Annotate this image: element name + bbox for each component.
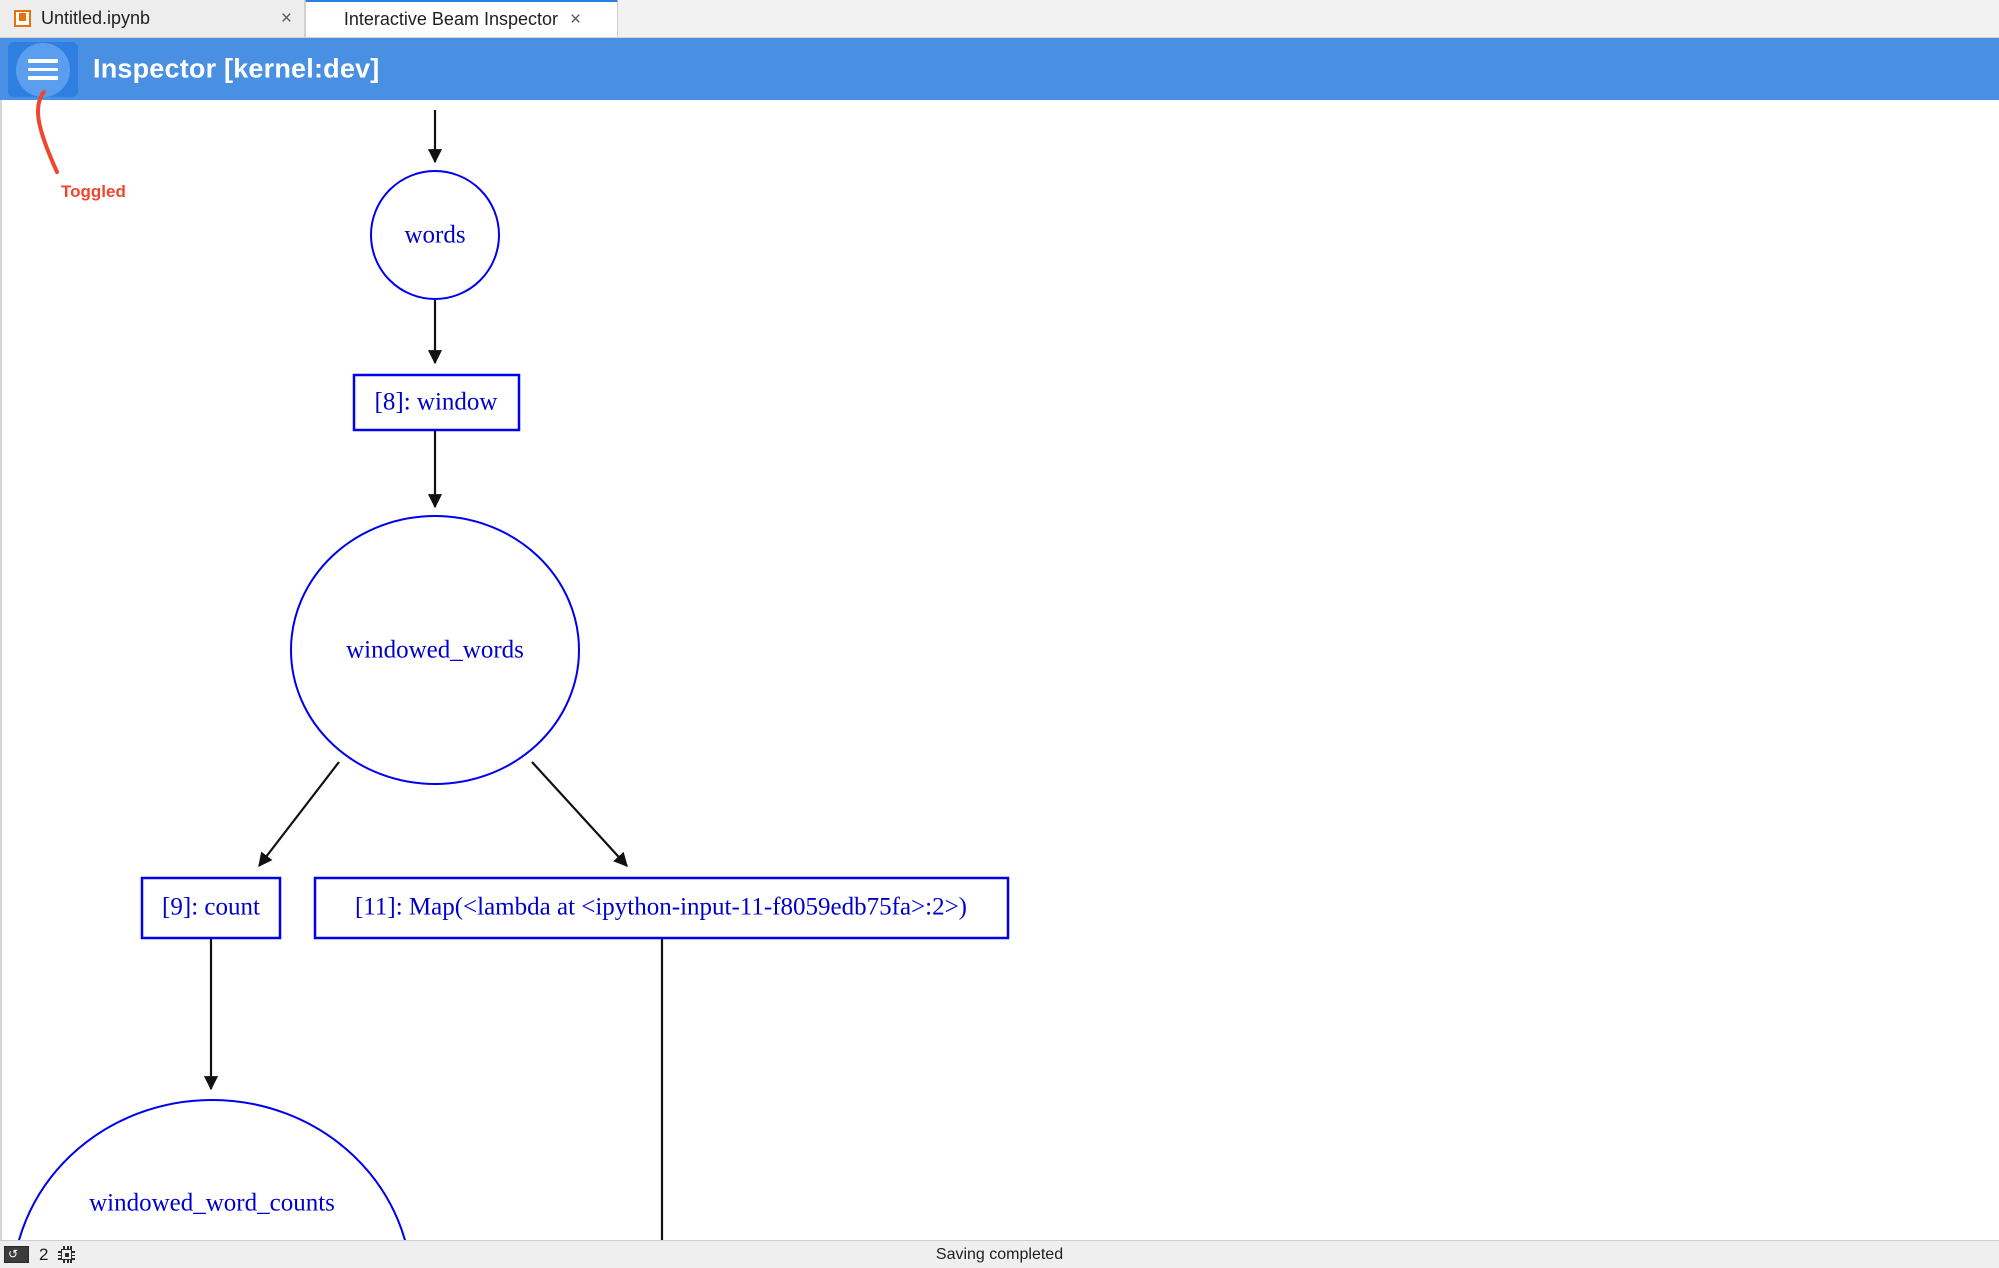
- node-shape: [313, 876, 1010, 940]
- tab-bar-filler: [618, 0, 1999, 37]
- node-label: [9]: count: [162, 894, 260, 921]
- tab-untitled-notebook[interactable]: Untitled.ipynb ×: [0, 0, 305, 37]
- status-bar-left: 2: [0, 1244, 76, 1265]
- annotation-label: Toggled: [61, 182, 126, 201]
- node-label: [11]: Map(<lambda at <ipython-input-11-f…: [355, 894, 967, 921]
- node-shape: [18, 1099, 406, 1240]
- notebook-icon: [14, 9, 31, 27]
- node-windowed-word-counts[interactable]: windowed_word_counts: [12, 1099, 412, 1240]
- node-shape: [370, 170, 500, 300]
- tab-label: Untitled.ipynb: [41, 7, 151, 28]
- tab-bar: Untitled.ipynb × Interactive Beam Inspec…: [0, 0, 1999, 38]
- graph-edges: [203, 110, 664, 1240]
- cpu-chip-icon[interactable]: [58, 1246, 76, 1263]
- node-label: words: [404, 222, 465, 249]
- pipeline-graph: words [8]: window windowed_words [9]: co…: [12, 110, 1010, 1240]
- tab-close-icon[interactable]: ×: [280, 7, 292, 29]
- node-label: [8]: window: [375, 389, 498, 416]
- inspector-header: Inspector [kernel:dev]: [0, 38, 1999, 100]
- terminal-icon[interactable]: [4, 1245, 29, 1263]
- page-title: Inspector [kernel:dev]: [93, 53, 380, 84]
- tab-interactive-beam-inspector[interactable]: Interactive Beam Inspector ×: [305, 0, 618, 37]
- status-bar: 2 Saving completed: [0, 1240, 1999, 1268]
- node-words[interactable]: words: [370, 170, 500, 300]
- node-count[interactable]: [9]: count: [140, 876, 282, 940]
- status-message: Saving completed: [935, 1245, 1064, 1263]
- tab-close-icon[interactable]: ×: [570, 9, 582, 30]
- hamburger-menu-button[interactable]: [8, 42, 78, 97]
- node-label: windowed_words: [346, 637, 524, 664]
- node-shape: [352, 373, 521, 432]
- kernel-count: 2: [39, 1244, 49, 1264]
- node-shape: [290, 515, 580, 785]
- tab-label: Interactive Beam Inspector: [343, 9, 558, 29]
- edge-windowed-words-to-count: [258, 761, 340, 868]
- node-map[interactable]: [11]: Map(<lambda at <ipython-input-11-f…: [313, 876, 1010, 940]
- node-windowed-words[interactable]: windowed_words: [290, 515, 580, 785]
- edge-windowed-words-to-map: [531, 761, 628, 867]
- node-window[interactable]: [8]: window: [352, 373, 521, 432]
- graph-canvas[interactable]: words [8]: window windowed_words [9]: co…: [0, 100, 1999, 1240]
- node-shape: [140, 876, 282, 940]
- hamburger-icon: [28, 59, 58, 80]
- node-label: windowed_word_counts: [89, 1190, 335, 1217]
